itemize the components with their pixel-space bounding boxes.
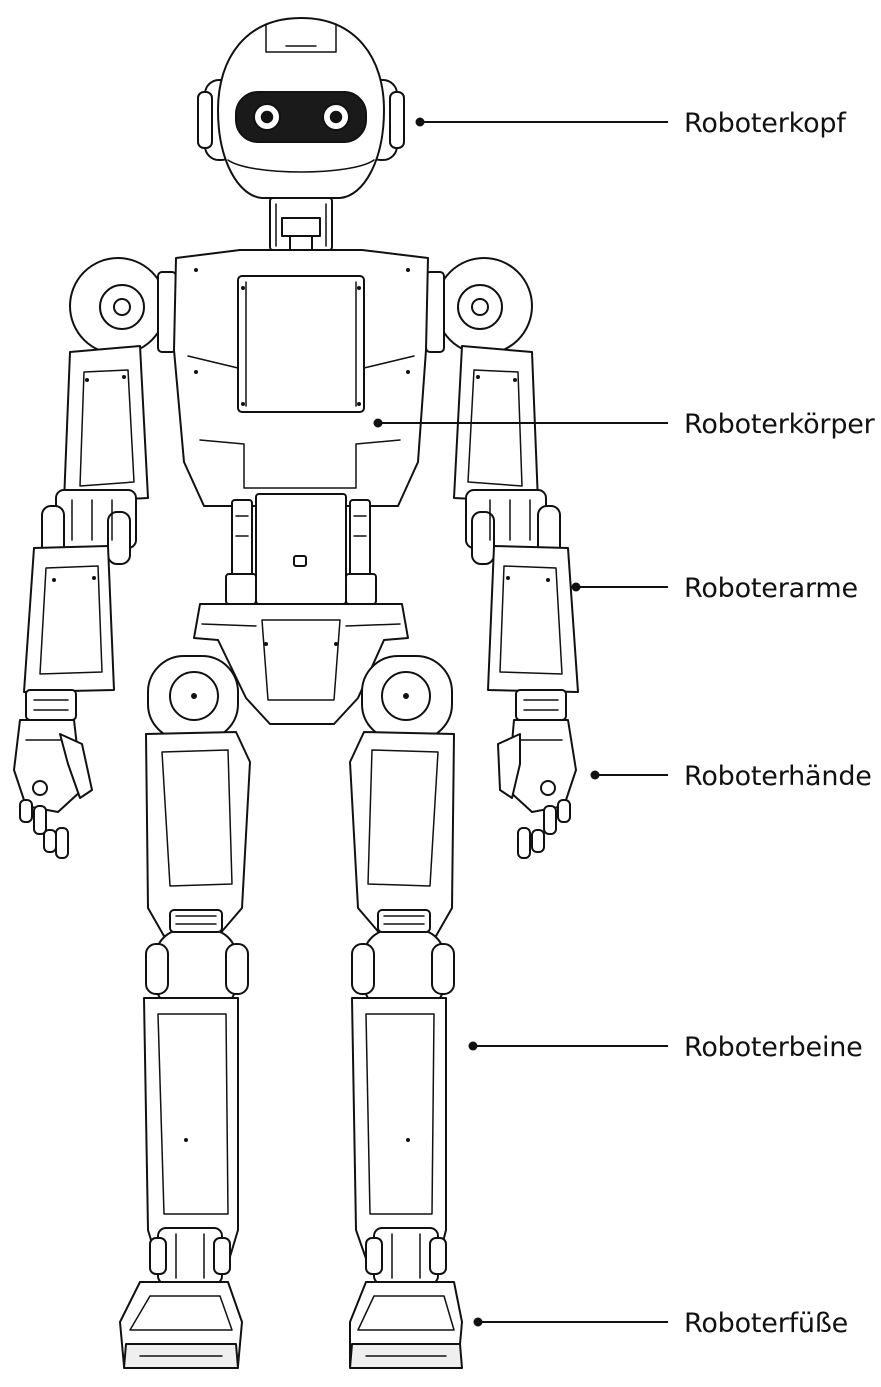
callout-head: [415, 117, 668, 127]
robot-torso: [173, 249, 429, 605]
robot-arm-right: [425, 257, 579, 721]
label-legs: Roboterbeine: [684, 1032, 863, 1063]
callout-feet: [473, 1317, 668, 1327]
robot-hand-left: [13, 719, 93, 859]
robot-hips: [193, 603, 409, 725]
callout-arms: [571, 582, 668, 592]
label-arms: Roboterarme: [684, 573, 858, 604]
label-hands: Roboterhände: [684, 761, 872, 792]
robot-foot-left: [119, 1281, 243, 1369]
robot-leg-left: [143, 655, 251, 1285]
label-head: Roboterkopf: [684, 108, 846, 139]
robot-foot-right: [349, 1281, 463, 1369]
robot-hand-right: [497, 719, 577, 859]
callout-body: [373, 418, 668, 428]
robot-arm-left: [23, 257, 177, 721]
robot-leg-right: [349, 655, 455, 1285]
label-feet: Roboterfüße: [684, 1308, 849, 1339]
robot-head: [197, 17, 405, 199]
callout-legs: [468, 1041, 668, 1051]
label-body: Roboterkörper: [684, 409, 875, 440]
callout-hands: [590, 770, 668, 780]
